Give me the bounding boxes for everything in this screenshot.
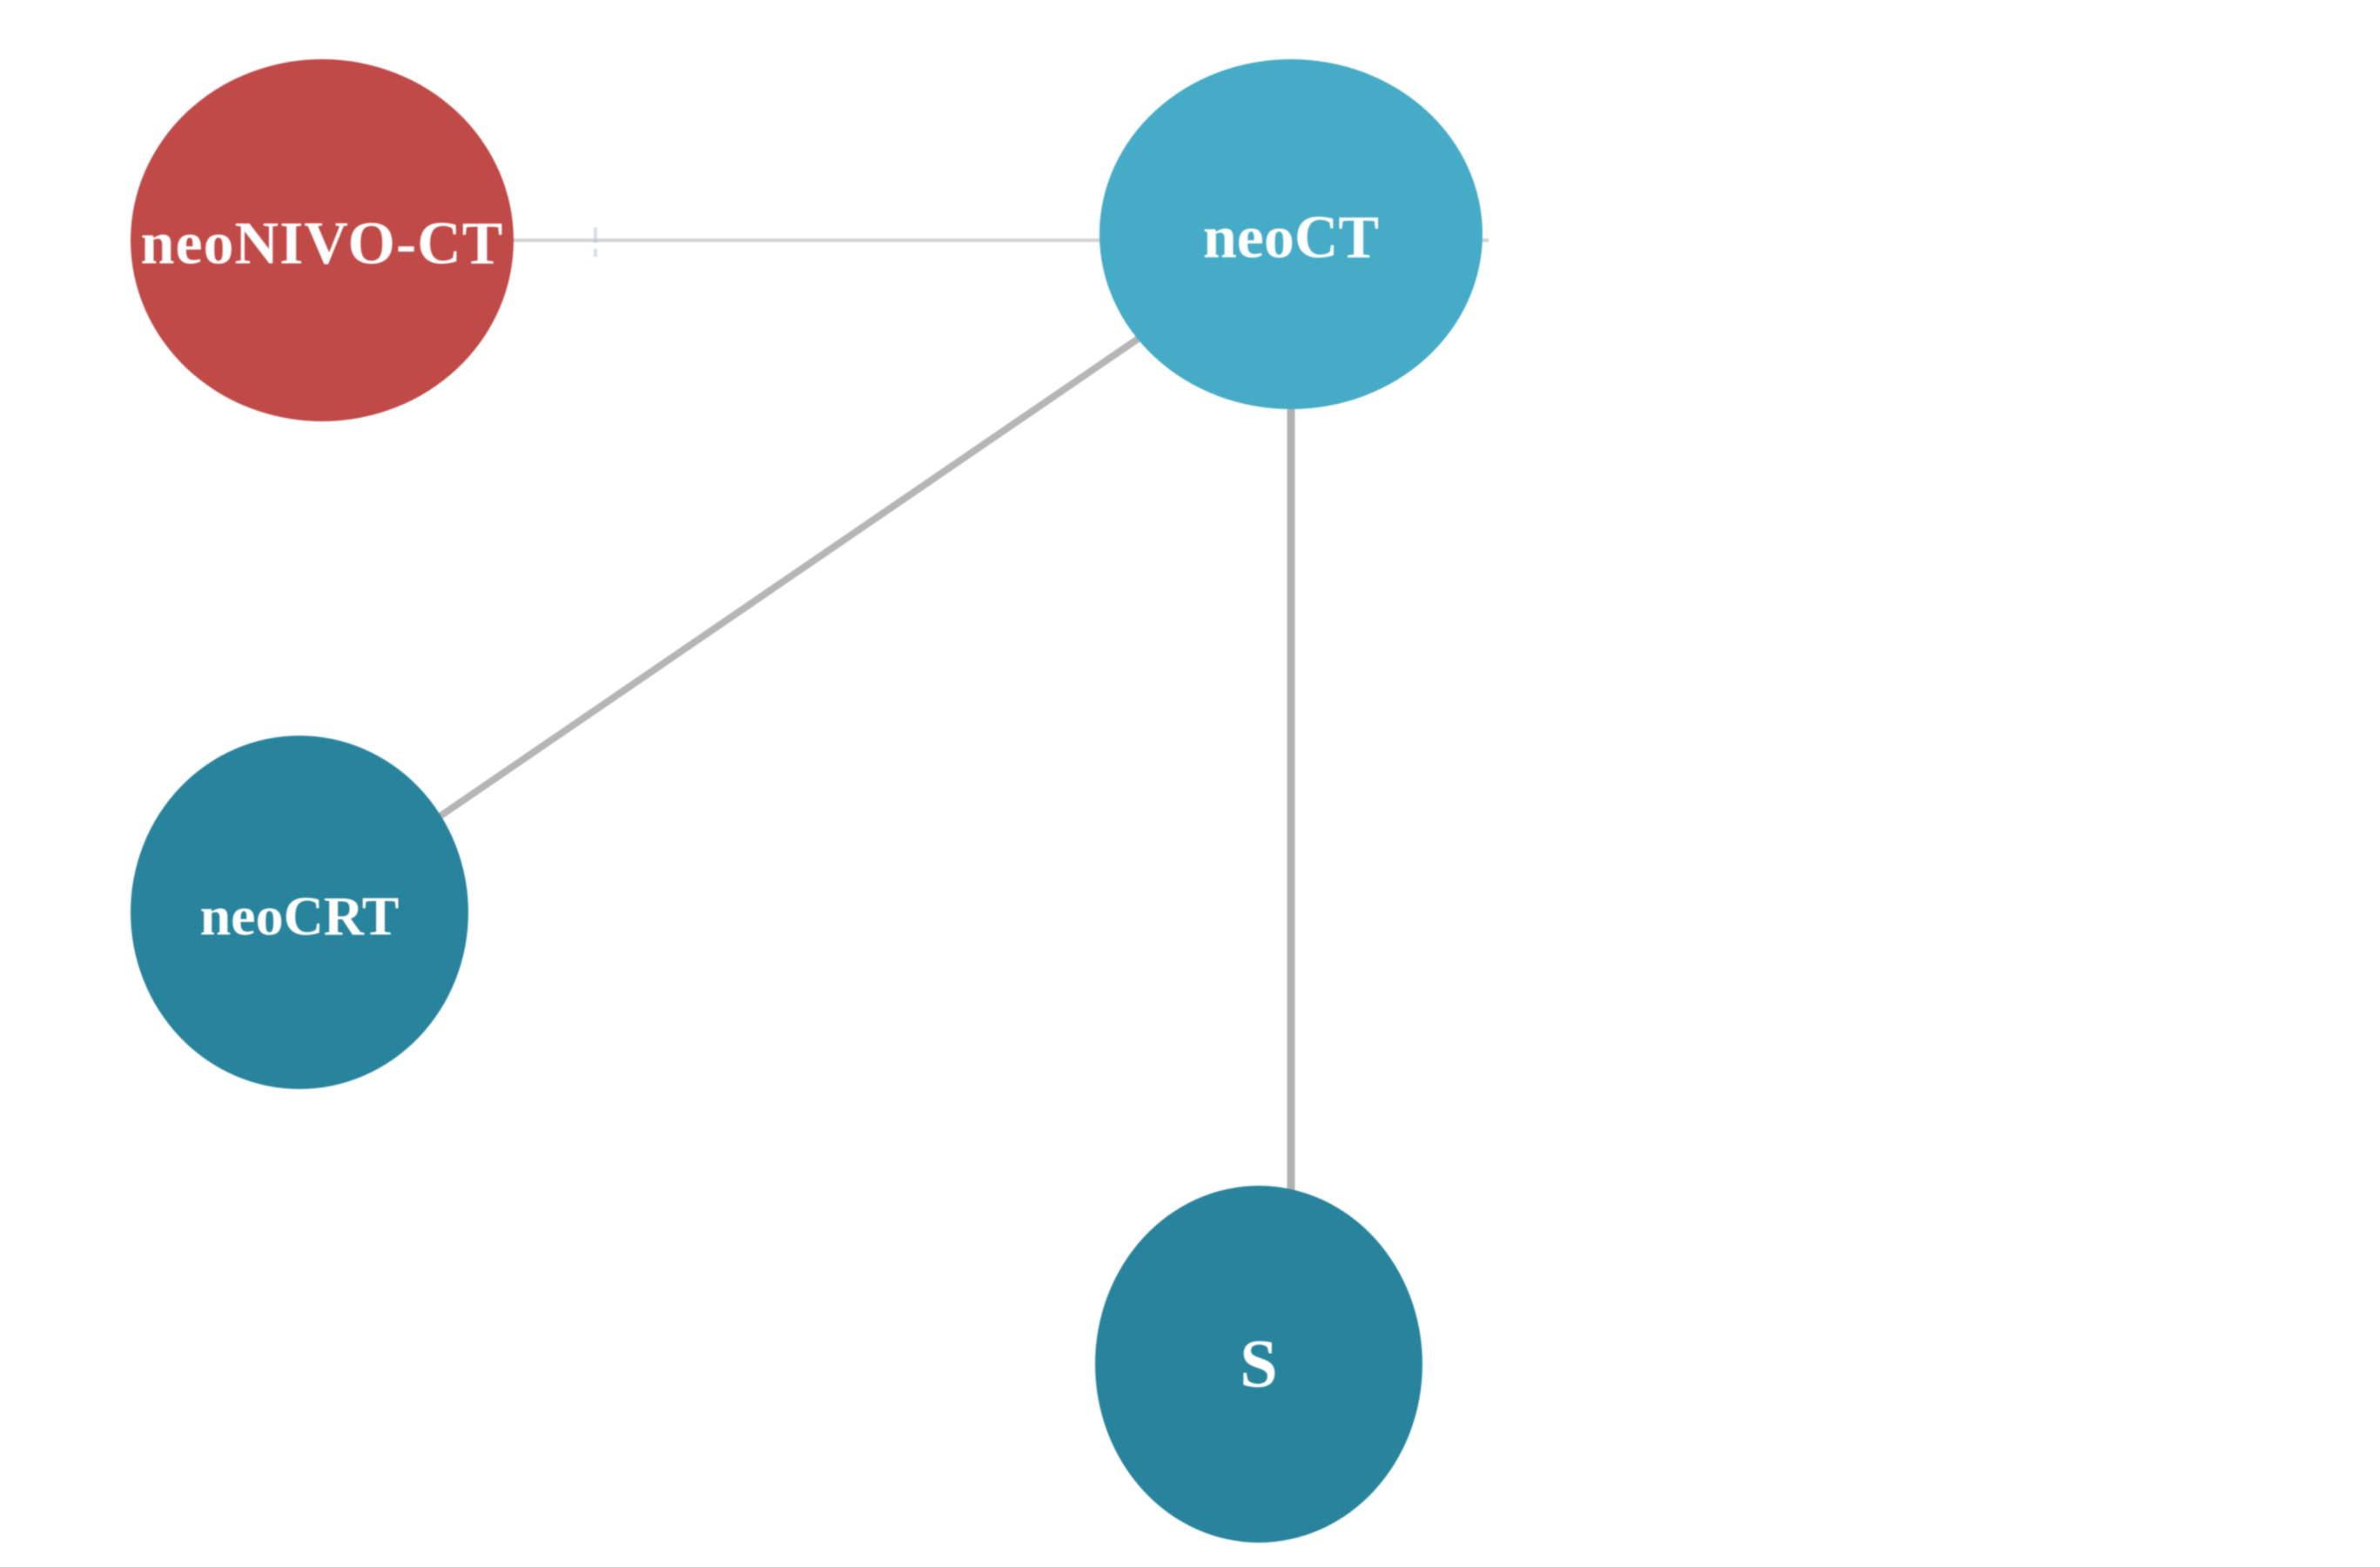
artifact-tick-upper xyxy=(594,227,597,243)
node-label-neoct: neoCT xyxy=(1203,205,1379,272)
artifact-tick-lower xyxy=(594,249,597,257)
node-neoct xyxy=(1099,59,1482,409)
node-s xyxy=(1095,1186,1422,1543)
node-label-s: S xyxy=(1240,1326,1277,1402)
node-label-neonivo-ct: neoNIVO-CT xyxy=(141,211,504,278)
node-neonivo-ct xyxy=(131,59,514,421)
node-neocrt xyxy=(131,736,468,1089)
edge-neocrt-neoct xyxy=(297,231,1294,916)
node-label-neocrt: neoCRT xyxy=(200,885,400,947)
node-layer: neoNIVO-CT neoCT neoCRT S xyxy=(131,59,1482,1543)
raster-artifact-ticks xyxy=(594,227,597,257)
